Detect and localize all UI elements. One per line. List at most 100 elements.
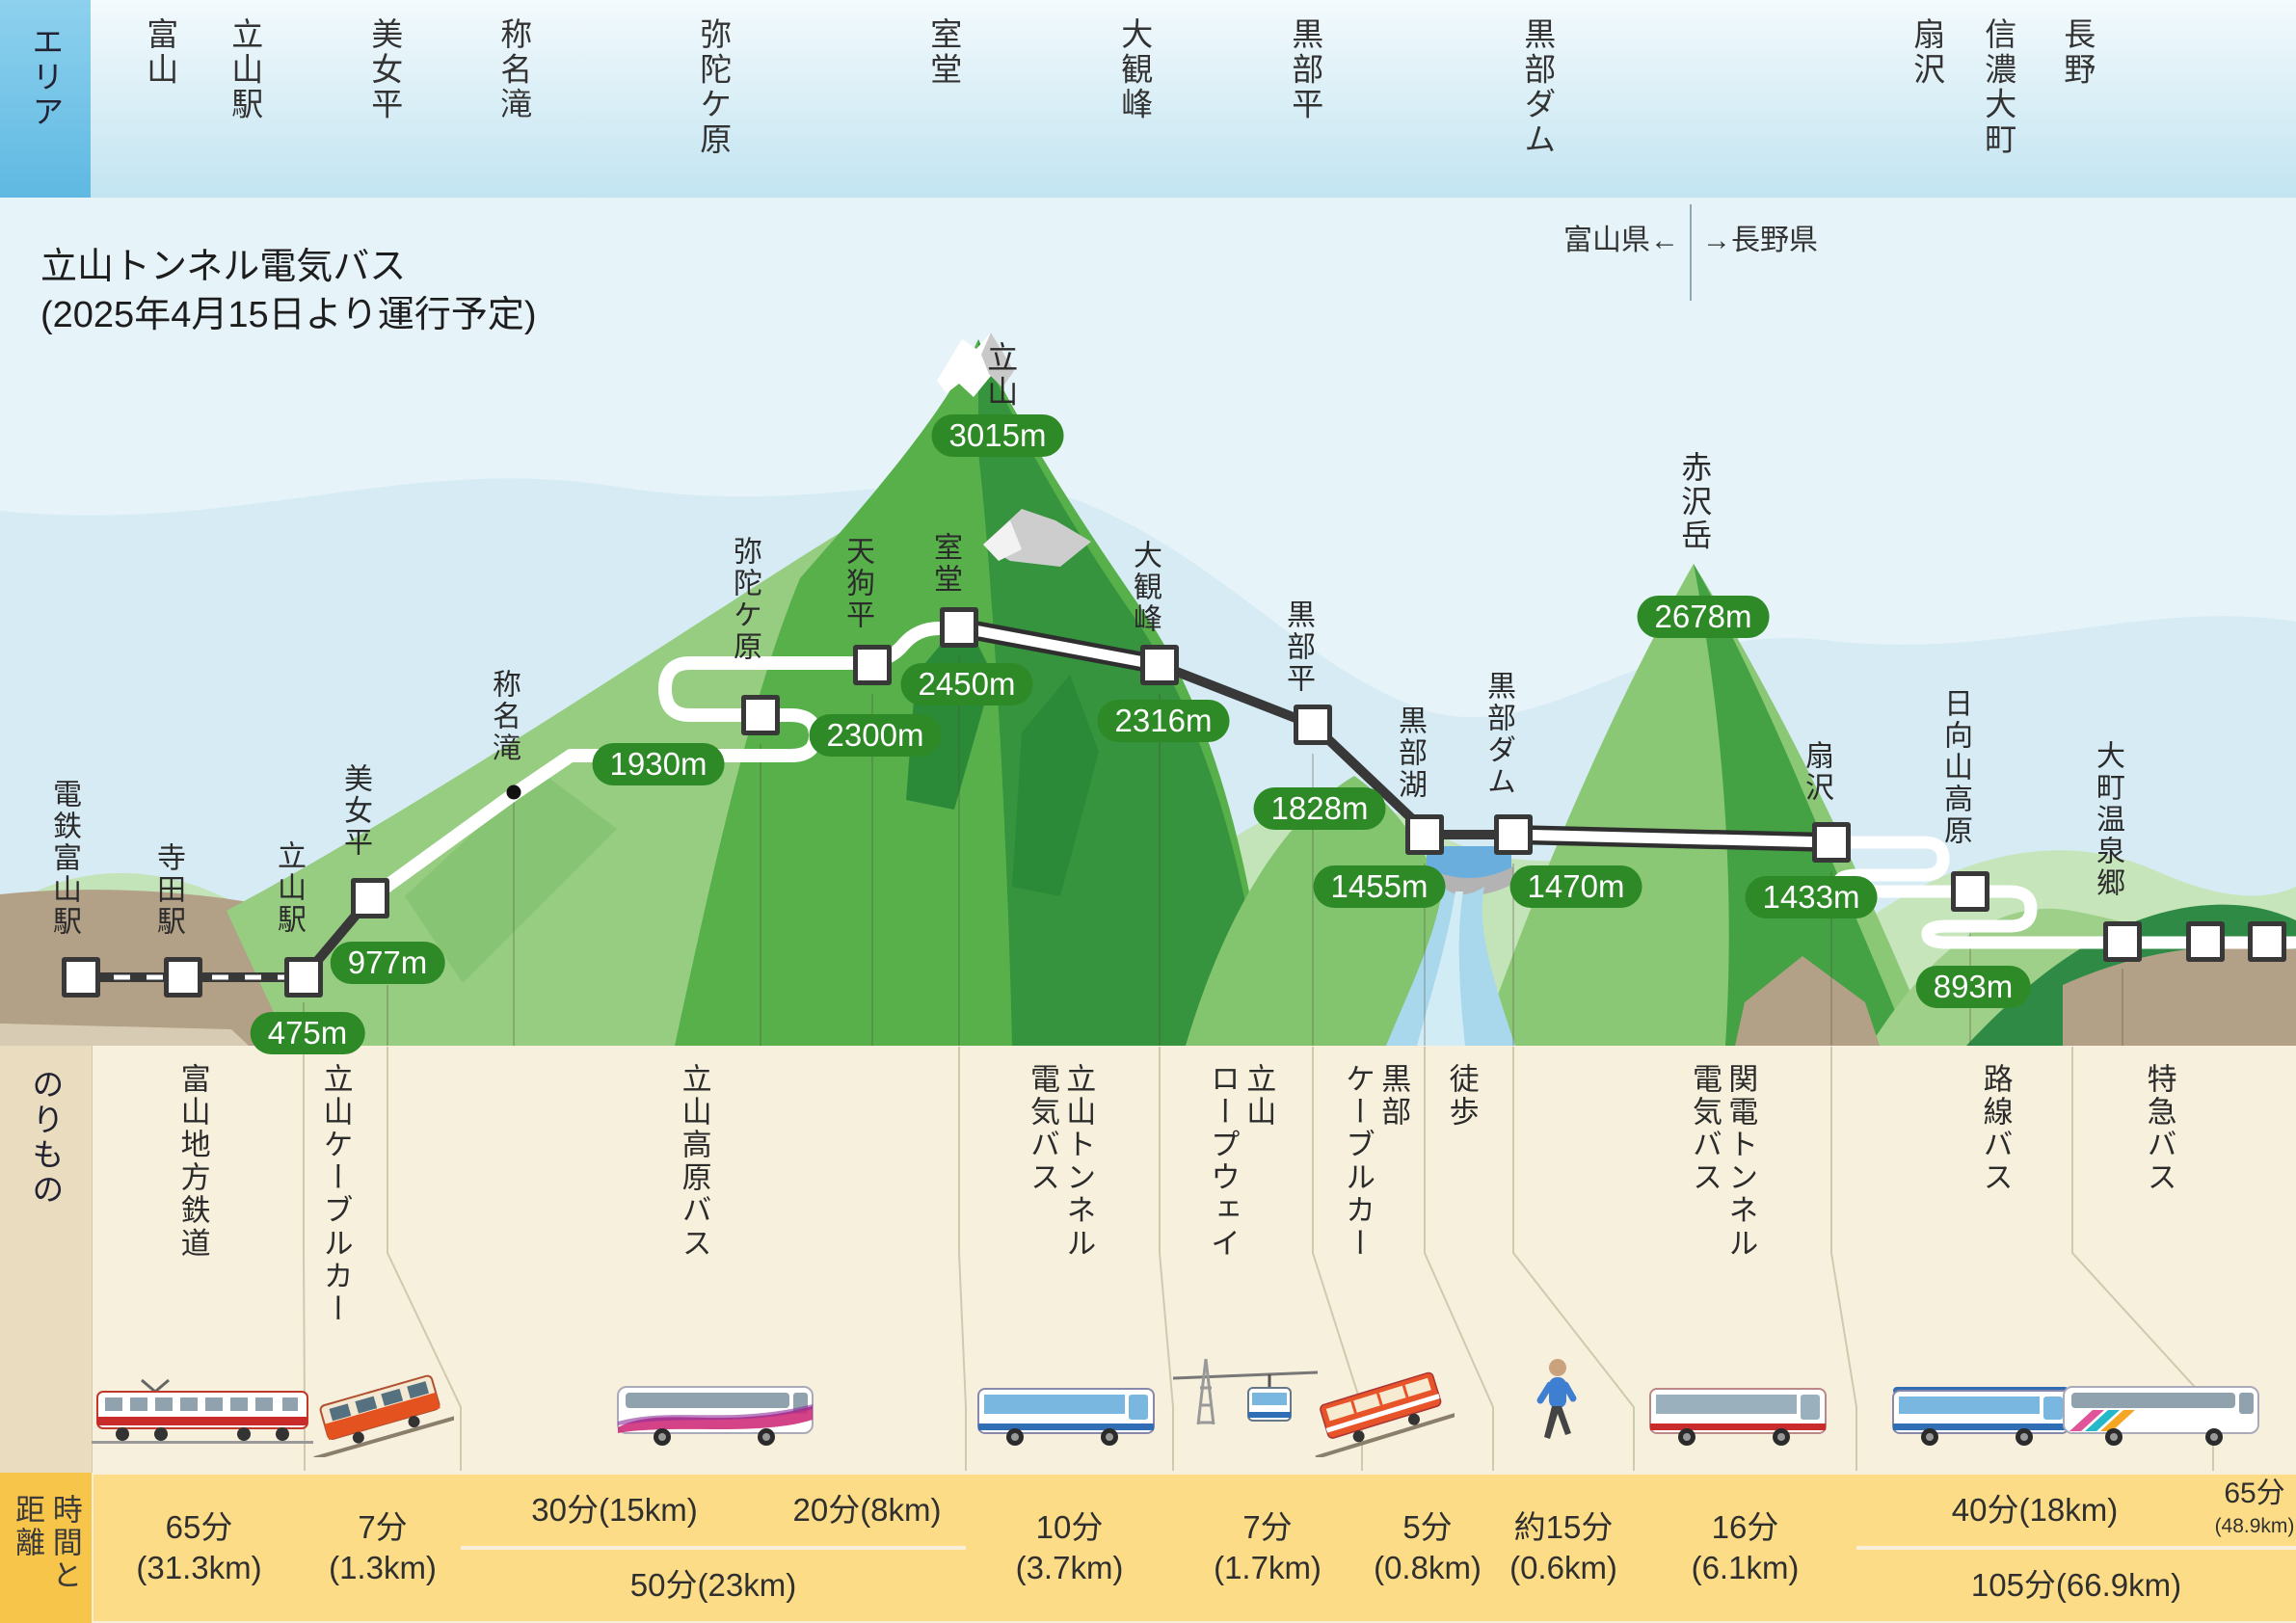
elevation-badge: 1470m [1509, 865, 1642, 908]
area-header-cell [1384, 0, 1692, 198]
time-cell-duration: 65分 [165, 1509, 233, 1545]
station-square [2103, 921, 2142, 962]
transport-mode-label: 徒歩 [1444, 1063, 1479, 1130]
station-label: 扇沢 [1801, 740, 1832, 804]
transport-mode-label: 路線バス [1978, 1063, 2013, 1195]
station-square [1405, 814, 1444, 855]
station-square [1140, 645, 1179, 685]
transport-mode-label: 特急バス [2142, 1063, 2176, 1195]
station-label: 黒部ダム [1482, 671, 1514, 798]
area-header-label: 扇沢 [1909, 17, 1945, 88]
area-header-cell [1043, 0, 1227, 198]
area-header-cell [844, 0, 1044, 198]
station-square [940, 607, 978, 648]
station-label: 電鉄富山駅 [48, 779, 80, 938]
time-cell: 30分(15km) [461, 1475, 768, 1546]
area-header-cell [1691, 0, 2296, 198]
station-label: 黒部平 [1282, 599, 1314, 695]
station-square [853, 645, 892, 685]
time-cell-duration: 65分 [2224, 1477, 2285, 1509]
time-cell-distance: (3.7km) [1015, 1550, 1124, 1585]
station-label: 美女平 [339, 763, 371, 859]
time-cell-duration: 20分(8km) [792, 1492, 942, 1528]
time-cell-distance: (6.1km) [1691, 1550, 1800, 1585]
area-header-cell [1226, 0, 1385, 198]
station-label: 天狗平 [841, 536, 873, 631]
time-cell-duration: 50分(23km) [629, 1567, 797, 1603]
time-cell: 16分 (6.1km) [1634, 1475, 1856, 1621]
elevation-badge: 1433m [1745, 876, 1878, 918]
waterfall-label: 称名滝 [488, 669, 520, 764]
time-cell-duration: 105分(66.9km) [1970, 1567, 2182, 1603]
time-cell-distance: (31.3km) [136, 1550, 262, 1585]
area-header-label: 黒部平 [1287, 17, 1323, 122]
station-label: 弥陀ケ原 [729, 536, 761, 663]
busred-icon [1646, 1377, 1829, 1449]
elevation-badge: 2450m [900, 663, 1033, 705]
area-header-corner: エリア [0, 0, 91, 198]
time-cell-duration: 30分(15km) [531, 1492, 698, 1528]
elevation-badge: 475m [250, 1012, 365, 1054]
time-cell-distance: (1.7km) [1214, 1550, 1322, 1585]
transport-mode-label: 立山 ロープウェイ [1206, 1063, 1276, 1261]
station-label: 立山駅 [273, 840, 305, 936]
coach2-icon [2060, 1377, 2262, 1449]
time-cell: 40分(18km) [1856, 1475, 2213, 1546]
transport-mode-label: 立山高原バス [677, 1063, 711, 1261]
peak-label: 赤沢岳 [1677, 451, 1713, 553]
area-header-label: 弥陀ケ原 [695, 17, 732, 158]
time-cell: 20分(8km) [768, 1475, 966, 1546]
busblue-icon [974, 1377, 1158, 1449]
station-square [2186, 921, 2225, 962]
waterfall-dot [506, 785, 521, 800]
station-square [1494, 814, 1533, 855]
time-cell: 50分(23km) [461, 1550, 966, 1621]
transport-mode-label: 立山トンネル 電気バス [1026, 1063, 1096, 1261]
area-header-label: 大観峰 [1116, 17, 1153, 122]
area-header-cell [91, 0, 325, 198]
diagram-title: 立山トンネル電気バス (2025年4月15日より運行予定) [40, 243, 537, 339]
time-cell-duration: 5分 [1402, 1509, 1453, 1545]
time-cell-duration: 7分 [358, 1509, 408, 1545]
time-cell-distance: (48.9km) [2214, 1515, 2295, 1537]
area-header-label: 長野 [2059, 17, 2096, 88]
elevation-badge: 977m [330, 942, 445, 984]
transport-mode-label: 黒部 ケーブルカー [1341, 1063, 1411, 1261]
time-cell-duration: 10分 [1035, 1509, 1104, 1545]
time-cell-duration: 16分 [1711, 1509, 1779, 1545]
peak-label: 立山 [983, 341, 1019, 410]
area-header-cell [324, 0, 446, 198]
title-line-1: 立山トンネル電気バス [40, 247, 407, 287]
station-label: 黒部湖 [1394, 705, 1426, 801]
station-label: 室堂 [929, 532, 961, 596]
time-cell-duration: 7分 [1242, 1509, 1293, 1545]
area-header-label: 黒部ダム [1519, 17, 1556, 158]
time-cell-distance: (1.3km) [329, 1550, 437, 1585]
coach-icon [614, 1377, 816, 1449]
station-square [1812, 822, 1851, 863]
station-square [1951, 871, 1989, 912]
station-square [741, 695, 780, 735]
prefecture-label-toyama: 富山県← [1563, 225, 1679, 256]
eastern-bus-road [1825, 836, 2296, 949]
area-header-label: 信濃大町 [1980, 17, 2016, 158]
area-corner-label: エリア [27, 25, 64, 130]
train-icon [92, 1374, 313, 1448]
cablecar-icon [1310, 1361, 1455, 1457]
transport-mode-label: 富山地方鉄道 [175, 1063, 210, 1261]
station-square [2248, 921, 2286, 962]
time-cell: 65分 (31.3km) [93, 1475, 305, 1621]
time-cell-duration: 約15分 [1513, 1509, 1614, 1545]
kanden-tunnel-line [1512, 825, 1832, 852]
walk-icon [1523, 1352, 1590, 1466]
elevation-badge: 1828m [1253, 787, 1386, 830]
river [1386, 887, 1515, 1046]
area-header-cell [445, 0, 584, 198]
time-cell-distance: (0.8km) [1374, 1550, 1482, 1585]
station-square [62, 957, 100, 998]
elevation-badge: 3015m [931, 414, 1064, 457]
prefecture-divider-line [1690, 204, 1692, 301]
area-header-label: 美女平 [366, 17, 403, 122]
time-corner-label: 時間と 距離 [11, 1494, 82, 1593]
